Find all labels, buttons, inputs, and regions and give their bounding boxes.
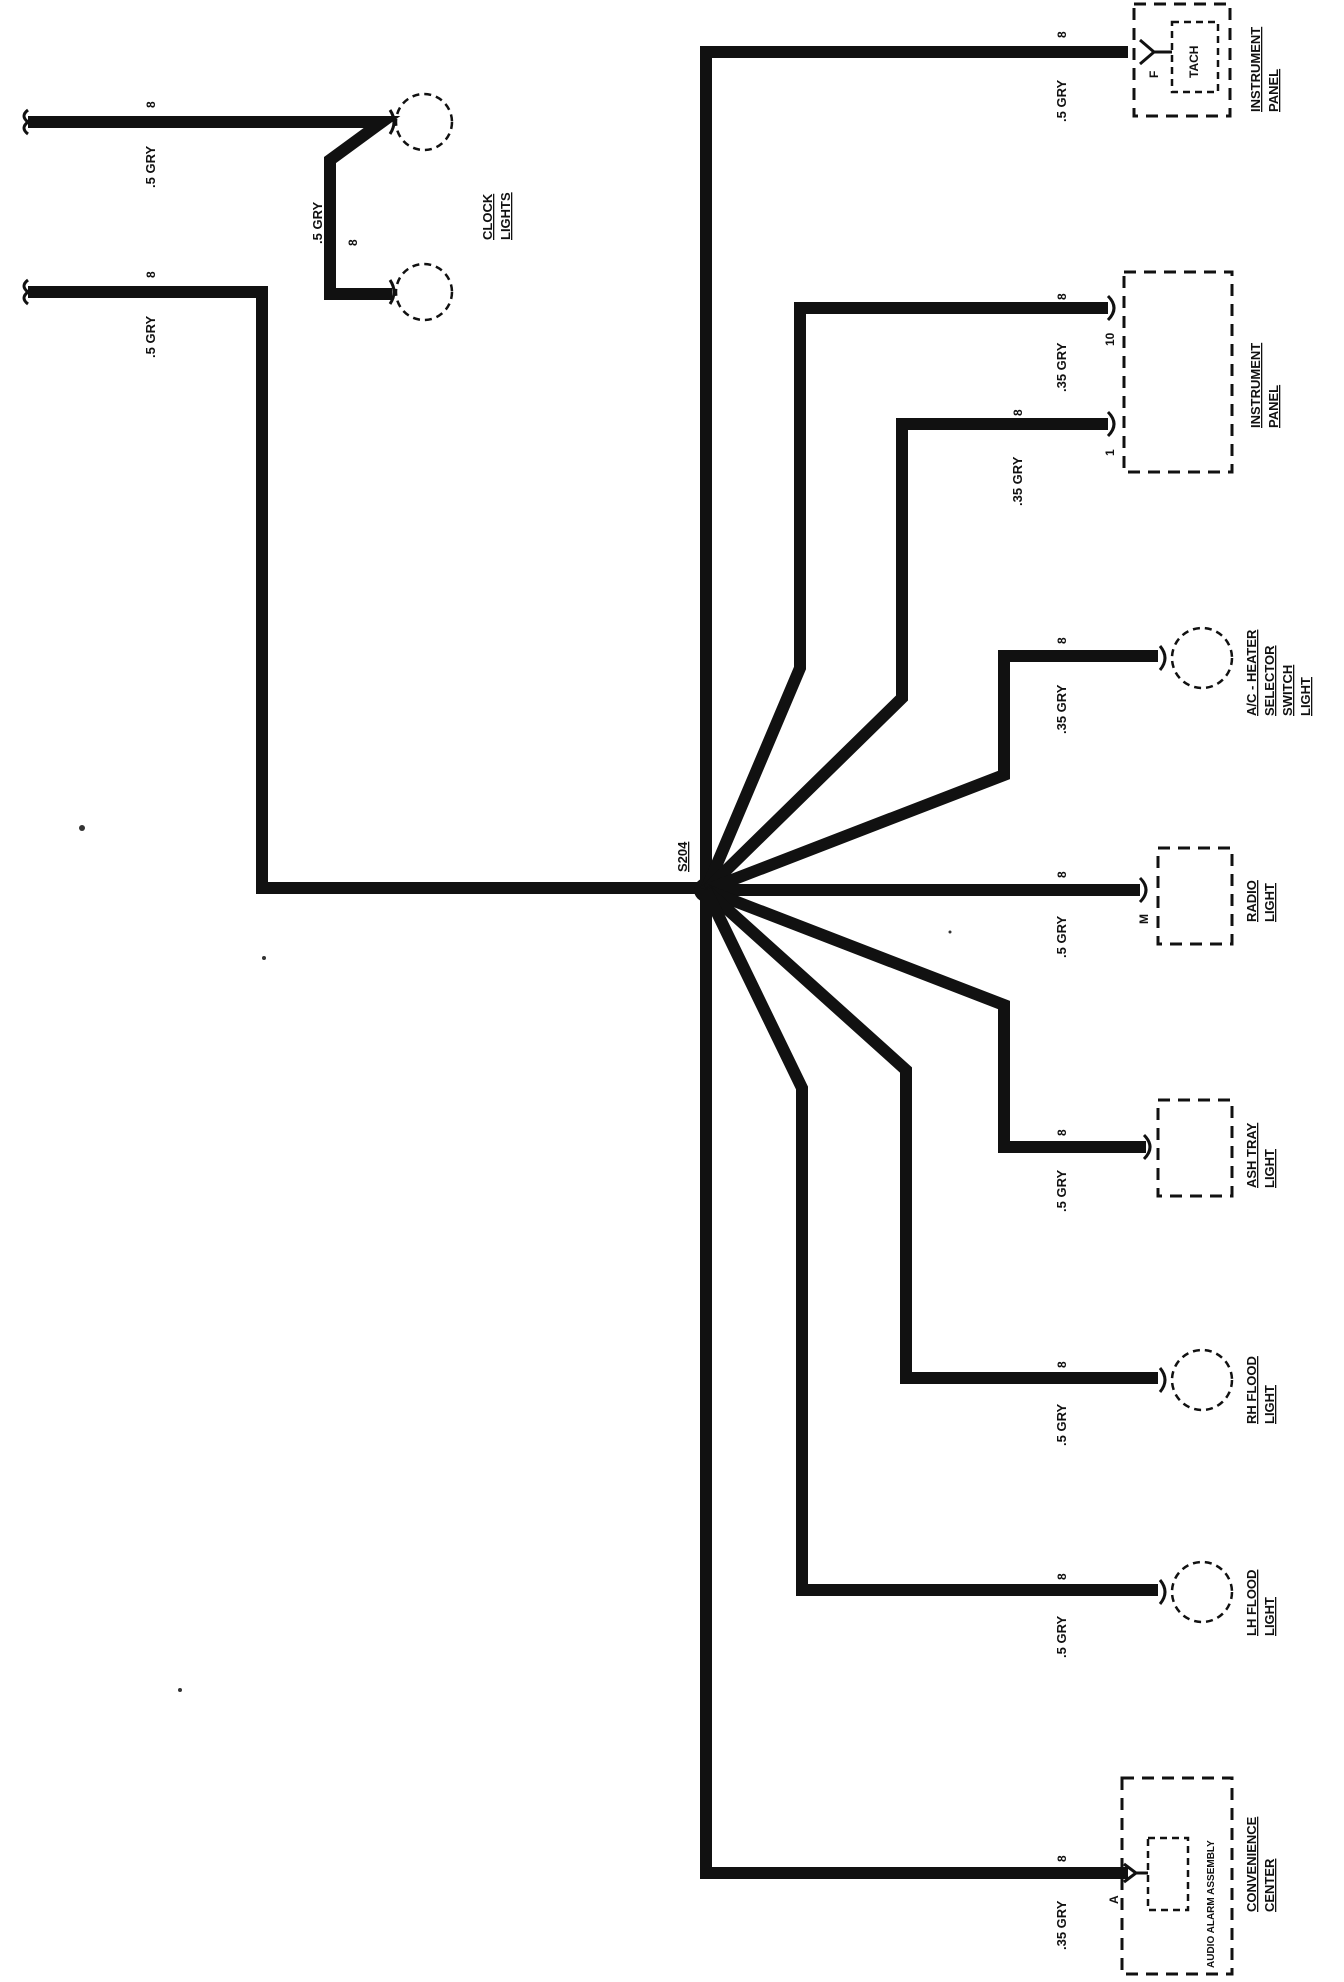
ash-tray-label-line2: LIGHT — [1262, 1149, 1277, 1188]
wire-ash-tray — [703, 884, 1146, 1153]
ac-heater-label-line4: LIGHT — [1298, 677, 1313, 716]
wire-end-left-feed — [22, 278, 31, 306]
tach-pin-label: F — [1147, 71, 1161, 78]
splice-label: S204 — [675, 841, 690, 872]
wire-label-ash-circuit: 8 — [1055, 1129, 1069, 1136]
scan-speck — [79, 825, 85, 831]
wire-tach — [700, 46, 1128, 890]
rh-flood-light — [1158, 1348, 1234, 1412]
scan-speck — [948, 930, 952, 934]
clock-light-upper-socket — [388, 109, 396, 135]
clock-light-upper-bulb — [394, 92, 454, 152]
lh-flood-label-line1: LH FLOOD — [1244, 1570, 1259, 1636]
ac-heater-label-line2: SELECTOR — [1262, 645, 1277, 716]
instrument-panel-label-line2: PANEL — [1266, 385, 1281, 428]
instrument-panel-pin-1: 1 — [1103, 449, 1117, 456]
clock-light-lower-socket — [388, 279, 396, 305]
radio-label-line1: RADIO — [1244, 880, 1259, 922]
wire-label-lh-circuit: 8 — [1055, 1573, 1069, 1580]
clock-lights-label-line2: LIGHTS — [498, 192, 513, 240]
wire-label-ip10-gauge: .35 GRY — [1054, 342, 1069, 392]
wire-label-ip1-circuit: 8 — [1011, 409, 1025, 416]
lh-flood-label-line2: LIGHT — [1262, 1597, 1277, 1636]
wire-end-clock-top — [22, 108, 31, 136]
rh-flood-label-line1: RH FLOOD — [1244, 1356, 1259, 1424]
wire-label-conv-gauge: .35 GRY — [1054, 1900, 1069, 1950]
ac-heater-label-line3: SWITCH — [1280, 665, 1295, 716]
instrument-panel-tach-label-line1: INSTRUMENT — [1248, 27, 1263, 112]
convenience-pin-label: A — [1107, 1895, 1121, 1904]
wire-label-clock-link-circuit: 8 — [346, 239, 360, 246]
wire-ip-1 — [701, 418, 1108, 895]
wire-lh-flood — [700, 887, 1158, 1596]
wire-label-conv-circuit: 8 — [1055, 1855, 1069, 1862]
instrument-panel-label-line1: INSTRUMENT — [1248, 343, 1263, 428]
wire-ip-10 — [700, 302, 1108, 893]
wire-label-ac-circuit: 8 — [1055, 637, 1069, 644]
wire-label-ip10-circuit: 8 — [1055, 293, 1069, 300]
wire-label-radio-gauge: .5 GRY — [1054, 916, 1069, 958]
tach-label: TACH — [1187, 46, 1201, 78]
wire-label-tach-gauge: .5 GRY — [1054, 80, 1069, 122]
radio-light — [1138, 846, 1234, 946]
wire-label-left-feed-gauge: .5 GRY — [143, 316, 158, 358]
scan-speck — [178, 1688, 182, 1692]
instrument-panel-tach-label-line2: PANEL — [1266, 69, 1281, 112]
wire-left-feed — [28, 286, 700, 894]
convenience-label-line2: CENTER — [1262, 1858, 1277, 1912]
wire-convenience — [700, 890, 1128, 1879]
wire-label-tach-circuit: 8 — [1055, 31, 1069, 38]
scan-speck — [262, 956, 266, 960]
lh-flood-light — [1158, 1560, 1234, 1624]
wire-label-clock-top-gauge: .5 GRY — [143, 146, 158, 188]
wire-label-rh-gauge: .5 GRY — [1054, 1404, 1069, 1446]
convenience-label-line1: CONVENIENCE — [1244, 1816, 1259, 1912]
wire-label-ash-gauge: .5 GRY — [1054, 1170, 1069, 1212]
wire-label-left-feed-circuit: 8 — [144, 271, 158, 278]
radio-label-line2: LIGHT — [1262, 883, 1277, 922]
instrument-panel — [1106, 270, 1234, 474]
ac-heater-light — [1158, 626, 1234, 690]
clock-light-lower-bulb — [394, 262, 454, 322]
wire-ac-heater — [703, 650, 1158, 896]
radio-pin-label: M — [1137, 914, 1151, 924]
wire-clock-top — [28, 116, 401, 300]
wire-label-clock-top-circuit: 8 — [144, 101, 158, 108]
instrument-panel-pin-10: 10 — [1103, 332, 1117, 346]
ash-tray-label-line1: ASH TRAY — [1244, 1122, 1259, 1188]
rh-flood-label-line2: LIGHT — [1262, 1385, 1277, 1424]
wire-label-lh-gauge: .5 GRY — [1054, 1616, 1069, 1658]
wire-label-rh-circuit: 8 — [1055, 1361, 1069, 1368]
audio-alarm-label: AUDIO ALARM ASSEMBLY — [1206, 1840, 1217, 1968]
wire-label-ac-gauge: .35 GRY — [1054, 684, 1069, 734]
ash-tray-light — [1142, 1098, 1234, 1198]
wire-label-ip1-gauge: .35 GRY — [1010, 456, 1025, 506]
clock-lights-label-line1: CLOCK — [480, 193, 495, 240]
wire-label-clock-link-gauge: .5 GRY — [310, 202, 325, 244]
wire-rh-flood — [701, 885, 1158, 1384]
convenience-center — [1120, 1776, 1234, 1976]
ac-heater-label-line1: A/C - HEATER — [1244, 629, 1259, 716]
instrument-panel-tach — [1132, 2, 1232, 118]
wire-label-radio-circuit: 8 — [1055, 871, 1069, 878]
